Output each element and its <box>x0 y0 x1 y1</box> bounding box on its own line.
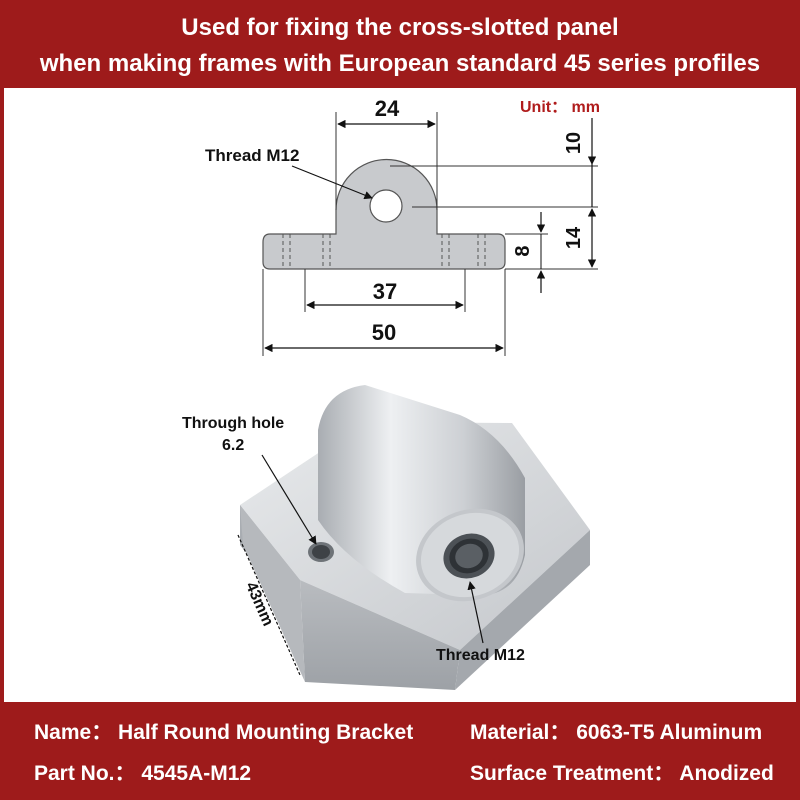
dim-50-label: 50 <box>372 320 396 345</box>
header-line-1: Used for fixing the cross-slotted panel <box>181 14 619 41</box>
thread-hole-circle <box>369 189 403 223</box>
header-banner: Used for fixing the cross-slotted panel … <box>4 4 796 88</box>
dim-37-label: 37 <box>373 279 397 304</box>
dimension-37: 37 <box>304 269 466 312</box>
thread-leader-top <box>291 165 373 200</box>
product-name: Name： Half Round Mounting Bracket <box>34 721 414 744</box>
dim-14-label: 14 <box>563 226 585 249</box>
dimension-24: 24 <box>335 96 438 210</box>
unit-label: Unit： mm <box>520 99 601 116</box>
thread-label-top: Thread M12 <box>205 146 299 165</box>
header-line-2: when making frames with European standar… <box>39 50 761 77</box>
through-hole-leader <box>261 454 317 545</box>
thread-leader-bottom <box>467 581 484 644</box>
bracket-photo <box>240 385 590 690</box>
dimension-50: 50 <box>262 269 506 356</box>
thread-label-bottom: Thread M12 <box>436 647 525 664</box>
part-number: Part No.： 4545A-M12 <box>34 762 252 785</box>
dim-8-label: 8 <box>512 245 534 256</box>
surface-treatment: Surface Treatment： Anodized <box>470 762 774 785</box>
through-hole-label: Through hole <box>182 415 284 432</box>
material: Material： 6063-T5 Aluminum <box>470 721 763 744</box>
dimension-10-14-8: 10 14 8 <box>390 118 598 293</box>
dim-10-label: 10 <box>563 132 585 154</box>
dim-24-label: 24 <box>375 96 400 121</box>
footer-banner: Name： Half Round Mounting Bracket Part N… <box>4 702 796 796</box>
through-hole-size: 6.2 <box>222 437 244 454</box>
